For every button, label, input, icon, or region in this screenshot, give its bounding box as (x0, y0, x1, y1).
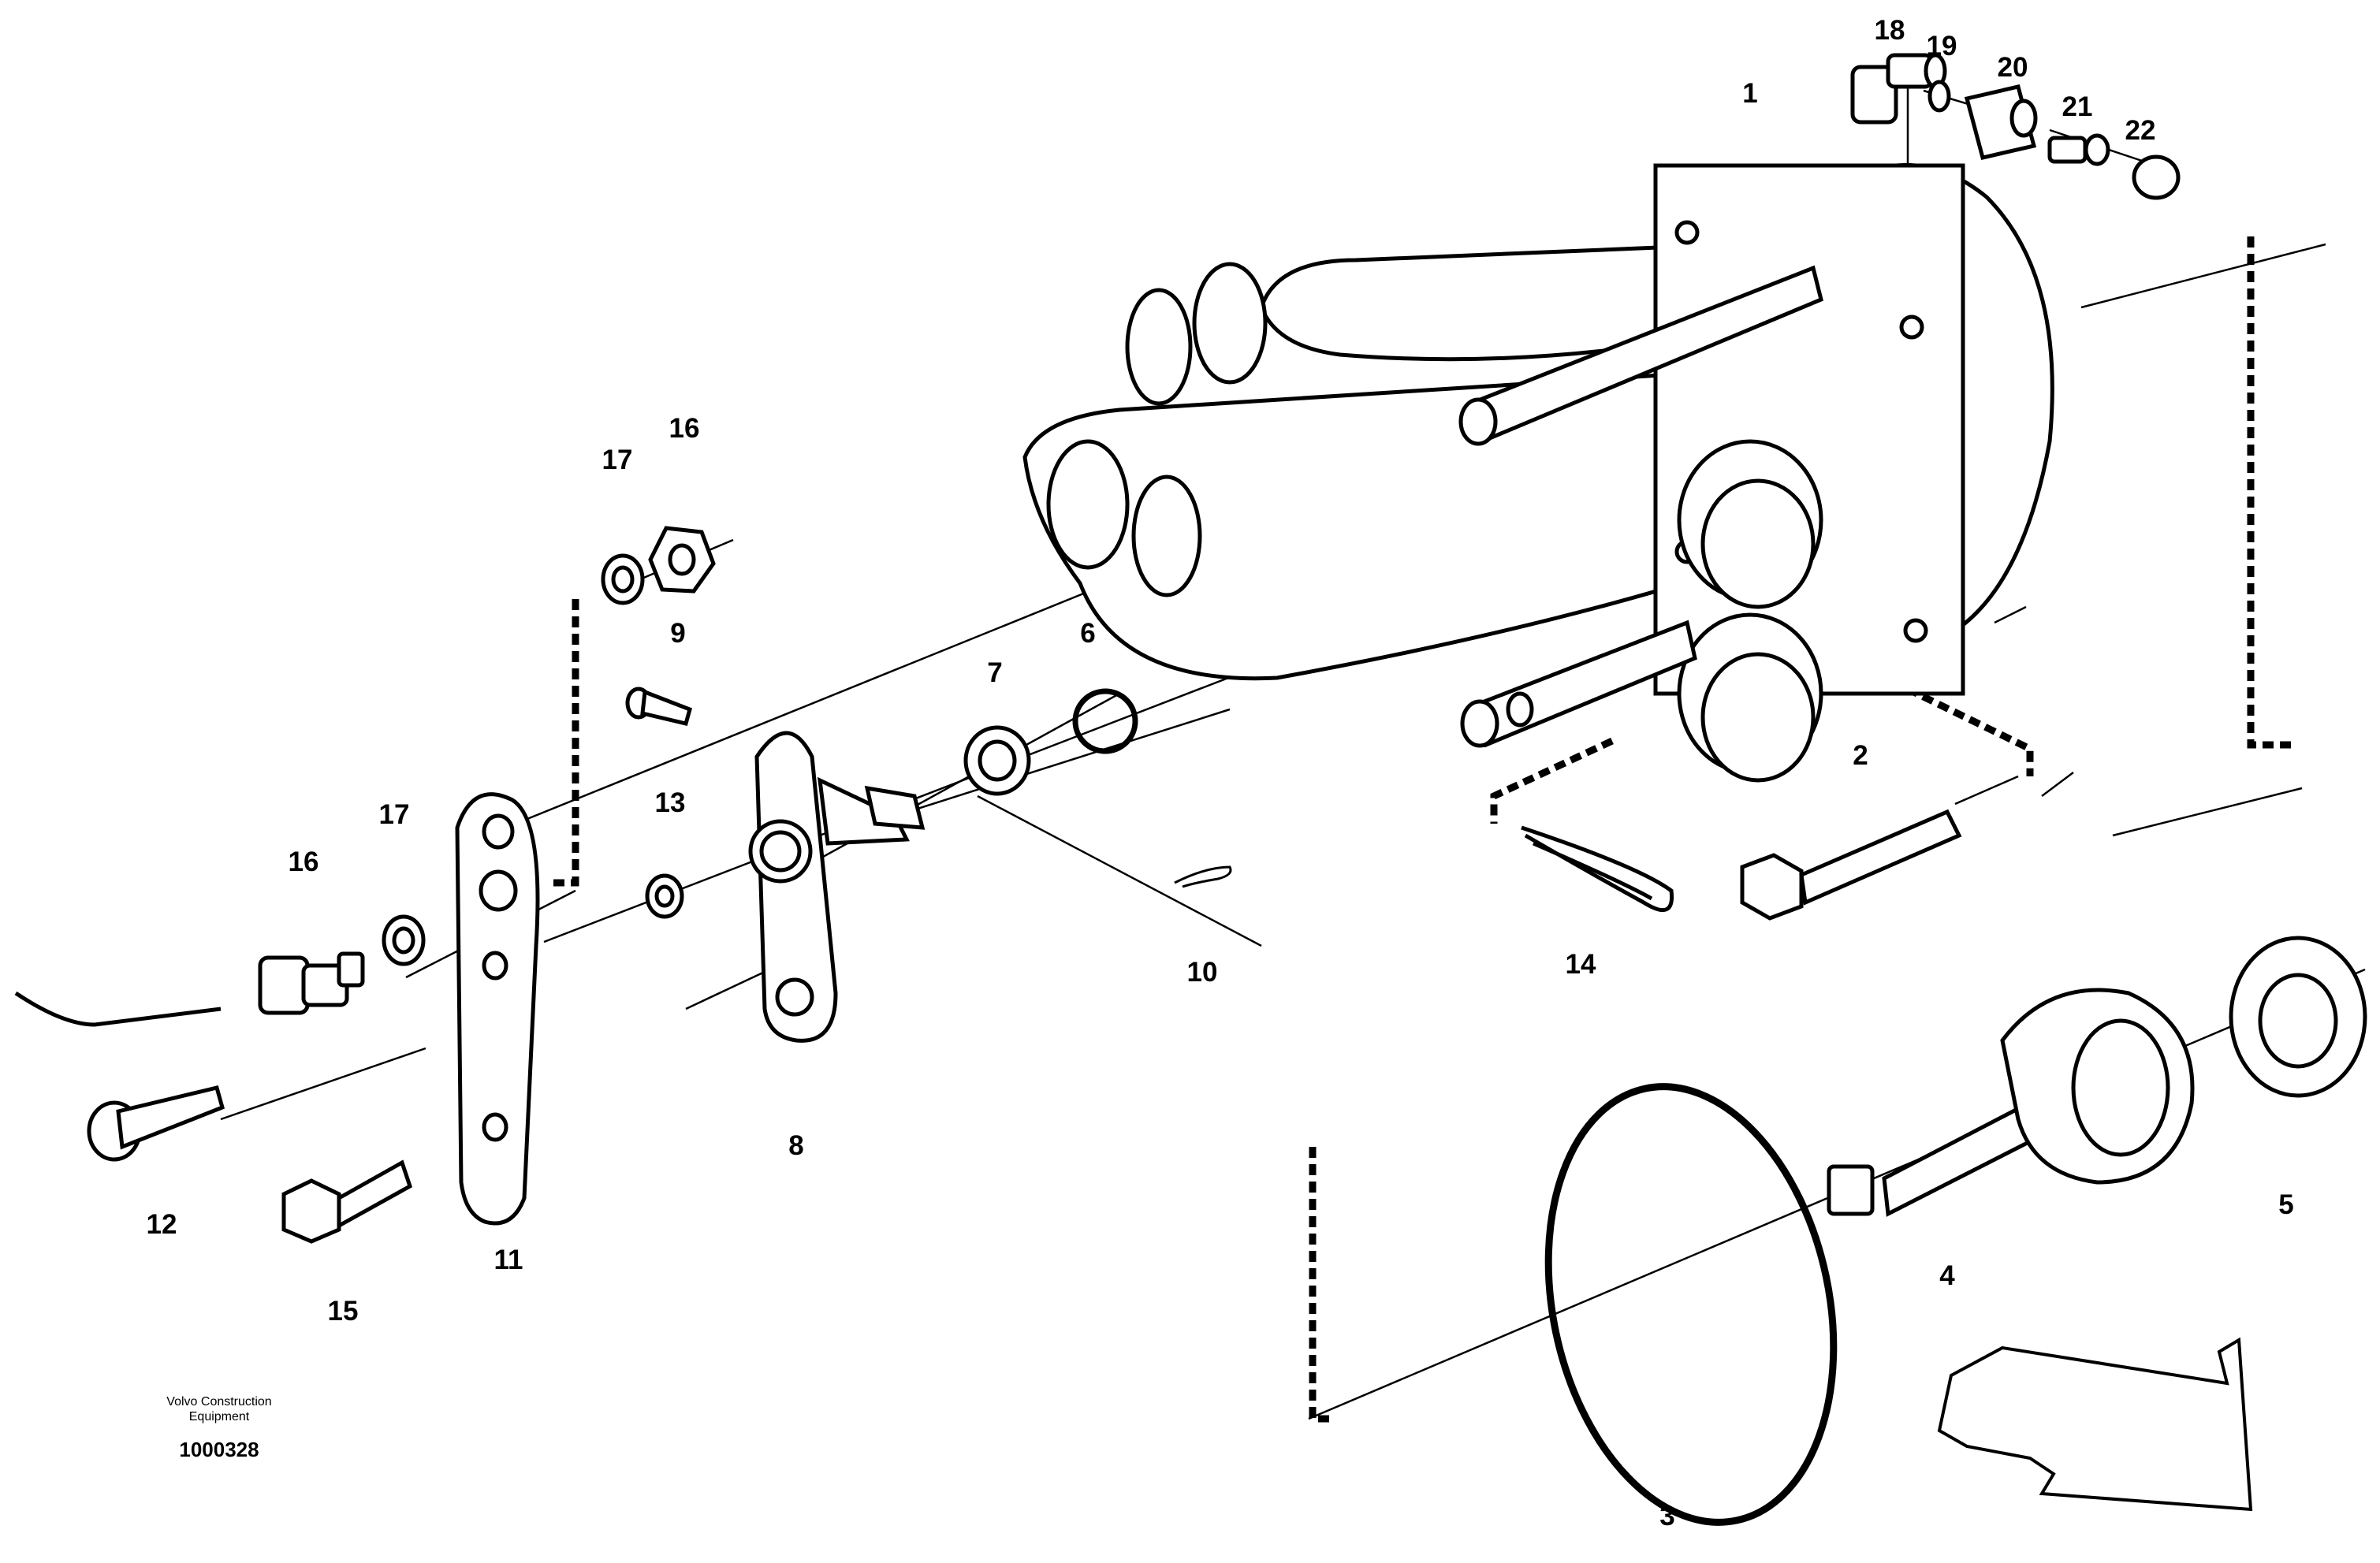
bushing-part-7 (963, 725, 1031, 796)
callout-17-top: 17 (602, 445, 633, 475)
document-number: 1000328 (179, 1438, 259, 1461)
plate-part-11 (455, 792, 540, 1226)
callout-10: 10 (1187, 957, 1218, 988)
brand-line-1: Volvo Construction (166, 1395, 271, 1409)
callout-22: 22 (2125, 115, 2156, 146)
callout-1: 1 (1742, 78, 1757, 109)
callout-11: 11 (494, 1245, 523, 1275)
cotter-pin-part-10 (1174, 865, 1232, 888)
direction-arrow-icon (1937, 1337, 2253, 1512)
callout-21: 21 (2062, 91, 2093, 122)
washer-nut-top (601, 526, 716, 605)
callout-8: 8 (788, 1130, 803, 1161)
bolt-part-2 (1740, 809, 1962, 921)
washers-13-17 (382, 873, 684, 966)
footer-brand: Volvo Construction Equipment 1000328 (166, 1395, 271, 1461)
callout-16-top: 16 (669, 413, 700, 444)
lever-part-8 (748, 731, 926, 1043)
callout-17-left: 17 (379, 799, 410, 830)
cotter-pin-part-14 (1521, 825, 1674, 912)
callout-19: 19 (1927, 31, 1957, 61)
brand-line-2: Equipment (189, 1410, 250, 1423)
callout-13: 13 (655, 787, 686, 818)
callout-7: 7 (987, 657, 1002, 688)
valve-shaft-part-4 (1827, 988, 2195, 1217)
fittings-18-22 (1850, 53, 2181, 200)
callout-12: 12 (147, 1209, 177, 1240)
heater-housing (1022, 163, 2054, 783)
callout-labels: 1 2 3 4 5 6 7 8 9 10 11 12 13 14 15 16 1… (147, 15, 2294, 1531)
callout-4: 4 (1939, 1260, 1955, 1291)
callout-20: 20 (1998, 52, 2028, 83)
screw-part-12 (87, 1085, 225, 1162)
o-ring-part-3 (1544, 1083, 1838, 1526)
pin-part-9 (625, 687, 693, 726)
bolt-part-15 (281, 1159, 413, 1244)
callout-18: 18 (1875, 15, 1905, 46)
callout-16-left: 16 (289, 847, 319, 877)
callout-3: 3 (1659, 1501, 1674, 1531)
sensor-part-16 (14, 951, 365, 1027)
callout-15: 15 (328, 1296, 359, 1327)
callout-2: 2 (1853, 740, 1868, 771)
callout-5: 5 (2278, 1189, 2293, 1220)
callout-14: 14 (1566, 949, 1596, 980)
seal-ring-part-6 (1072, 688, 1138, 754)
callout-6: 6 (1080, 618, 1095, 649)
washer-part-5 (2229, 936, 2367, 1098)
callout-9: 9 (670, 618, 685, 649)
